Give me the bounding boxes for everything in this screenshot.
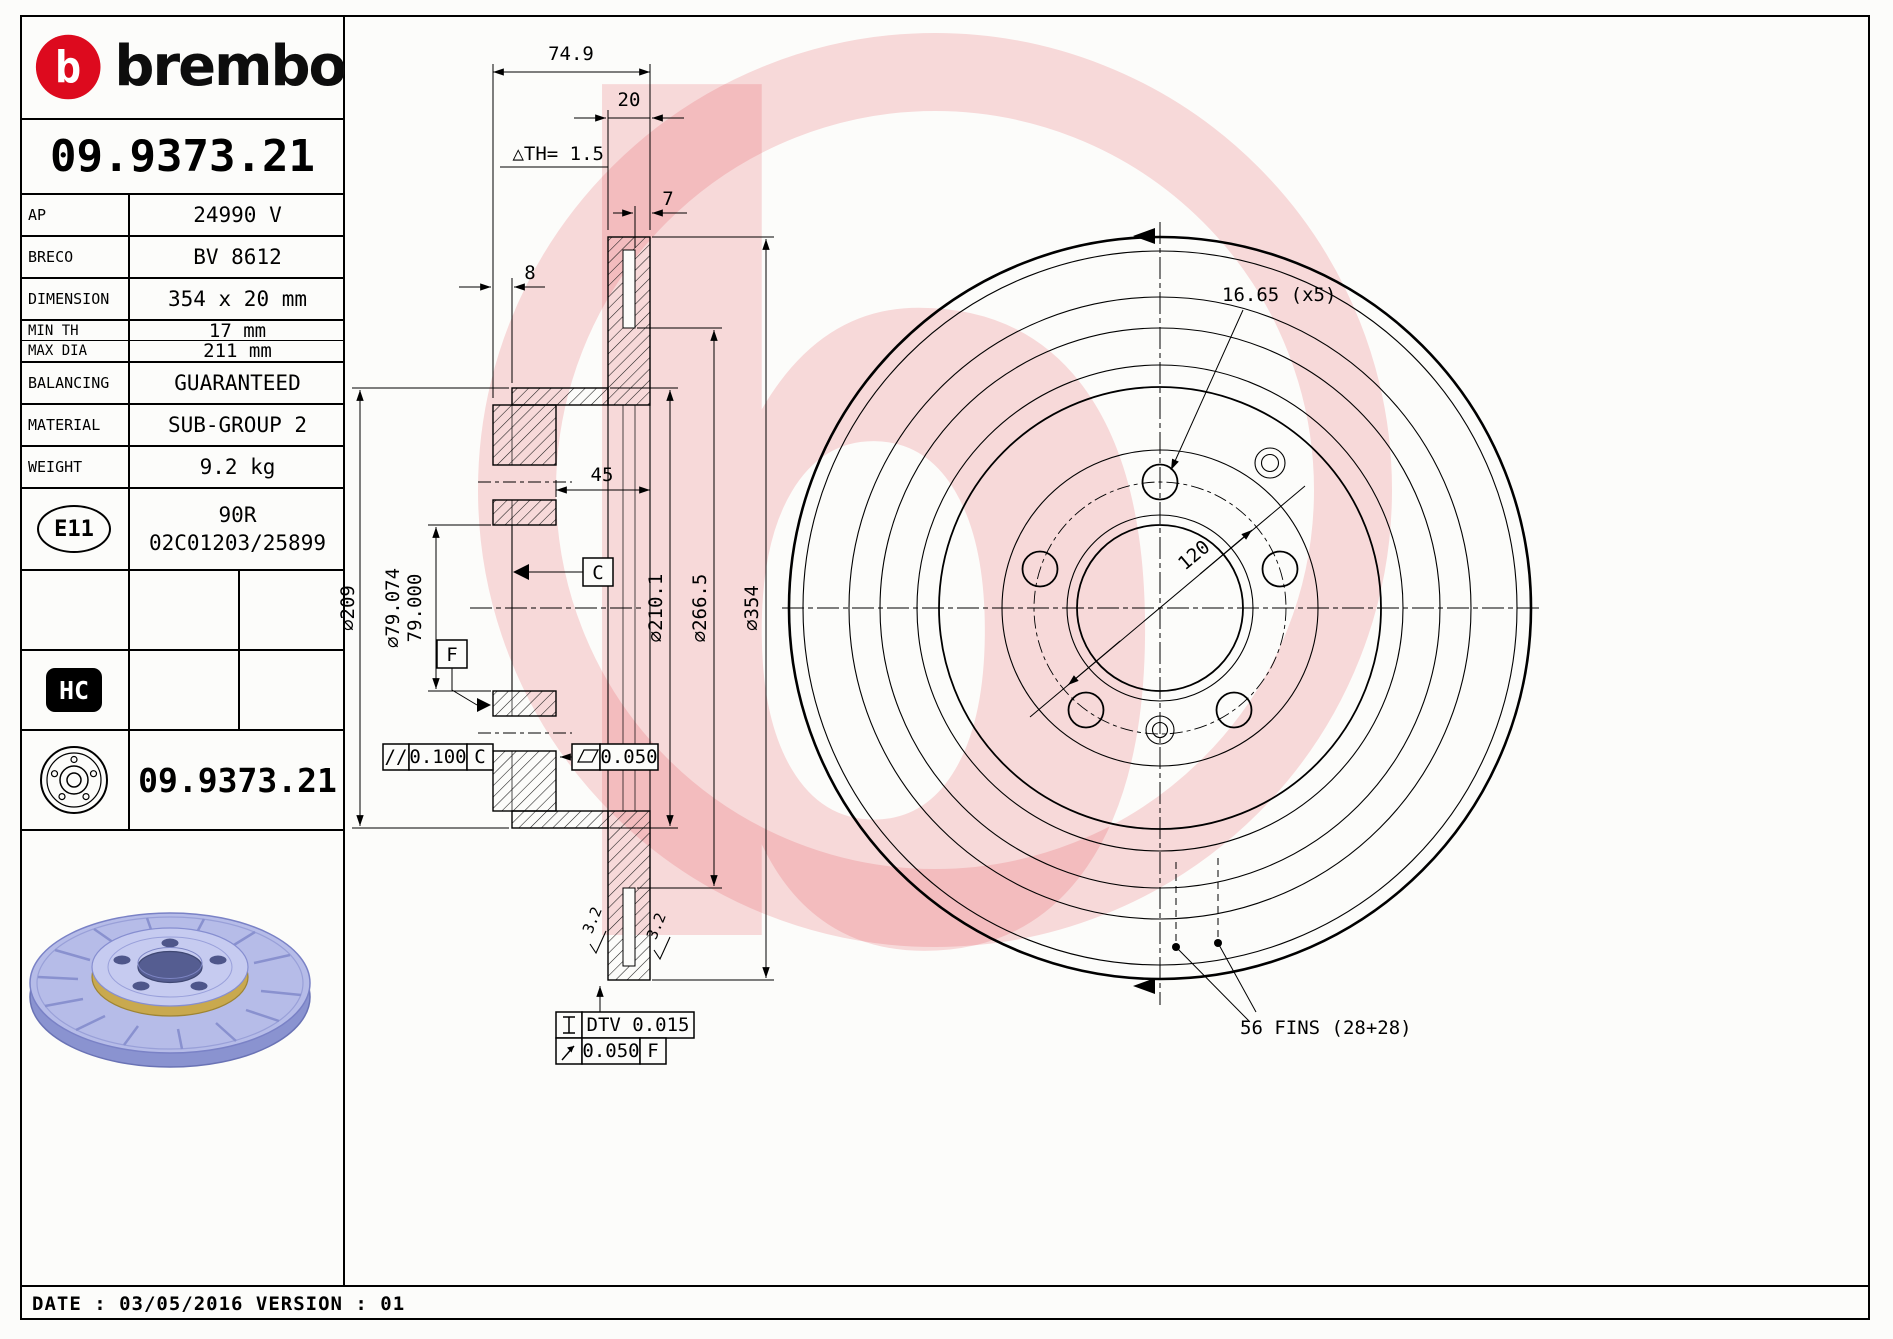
svg-text:b: b [520,0,1194,1200]
svg-text:7: 7 [662,188,673,210]
homologation-line1: 90R [218,503,257,527]
spec-label-ap: AP [20,195,130,235]
svg-text:C: C [474,746,485,768]
spec-row-minmax: MIN TH 17 mm MAX DIA 211 mm [20,319,345,363]
tol-runout: 0.050 F [555,1037,667,1065]
empty-row [20,571,345,651]
dim-hat-wall: 8 [459,262,545,383]
spec-label-material: MATERIAL [20,405,130,445]
svg-text:79.000: 79.000 [404,574,426,643]
svg-text:F: F [446,644,457,666]
spec-row-dimension: DIMENSION 354 x 20 mm [20,279,345,321]
disc-3d-render [20,831,345,1285]
svg-text:45: 45 [591,464,614,486]
tol-parallelism: // 0.100 C [382,743,494,771]
datum-f: F [436,639,491,712]
spec-value-min-th: 17 mm [208,319,267,342]
dim-overall-width: 74.9 [492,43,651,398]
svg-text:⌀266.5: ⌀266.5 [689,574,711,643]
dim-outer-dia: ⌀354 [652,236,774,981]
svg-text:⌀210.1: ⌀210.1 [645,574,667,643]
spec-value-balancing: GUARANTEED [174,371,301,395]
homologation-row: E11 90R 02C01203/25899 [20,489,345,571]
svg-text:F: F [647,1040,658,1062]
part-number: 09.9373.21 [20,120,345,195]
spec-value-ap: 24990 V [193,203,282,227]
homologation-line2: 02C01203/25899 [148,531,326,555]
dim-inner-depth: 45 [555,464,650,497]
e11-badge: E11 [37,505,111,553]
spec-value-material: SUB-GROUP 2 [167,413,308,437]
dim-plate-thickness: 7 [613,188,687,248]
dim-center-bore: ⌀79.074 79.000 [382,524,491,692]
catalog-number: 09.9373.21 [138,760,337,800]
svg-text:8: 8 [524,262,535,284]
spec-label-min-th: MIN TH [20,321,130,340]
dim-ring-id: ⌀210.1 [610,387,678,829]
runout-symbol-icon [561,1045,575,1061]
spec-row-balancing: BALANCING GUARANTEED [20,363,345,405]
spec-value-max-dia: 211 mm [203,340,272,362]
spec-row-material: MATERIAL SUB-GROUP 2 [20,405,345,447]
fins-callout: 56 FINS (28+28) [1172,858,1412,1039]
svg-text:b: b [55,42,81,93]
dim-disc-thickness: 20 [574,89,684,230]
brembo-logo-icon: b [35,34,101,99]
section-view [492,236,651,981]
tol-dtv: DTV 0.015 [555,986,695,1039]
spec-label-dimension: DIMENSION [20,279,130,319]
svg-text:120: 120 [1174,536,1214,575]
svg-text:16.65 (x5): 16.65 (x5) [1222,284,1336,306]
svg-text:△TH= 1.5: △TH= 1.5 [512,143,604,165]
svg-text:74.9: 74.9 [548,43,594,65]
spec-panel: b brembo 09.9373.21 AP 24990 V BRECO BV … [20,15,347,1285]
dim-vent-id: ⌀266.5 [637,327,722,889]
part-number-text: 09.9373.21 [50,131,315,182]
footer-date-version: DATE : 03/05/2016 VERSION : 01 [32,1292,406,1315]
spec-label-balancing: BALANCING [20,363,130,403]
spec-row-weight: WEIGHT 9.2 kg [20,447,345,489]
flatness-symbol-icon [576,749,600,763]
svg-text:⌀354: ⌀354 [741,585,763,631]
svg-text:0.050: 0.050 [600,746,657,768]
svg-text:0.050: 0.050 [582,1040,639,1062]
svg-text:20: 20 [618,89,641,111]
spec-label-max-dia: MAX DIA [20,341,130,361]
svg-text:⌀79.074: ⌀79.074 [382,568,404,648]
front-view [787,228,1533,994]
spec-label-breco: BRECO [20,237,130,277]
brake-disc-icon [40,746,108,814]
min-thickness-note: △TH= 1.5 [500,143,608,168]
svg-text:3.2: 3.2 [579,904,606,936]
brand-wordmark: brembo [114,34,347,99]
spec-value-weight: 9.2 kg [199,455,276,479]
spec-value-dimension: 354 x 20 mm [167,287,308,311]
brand-header: b brembo [20,15,347,120]
svg-text:C: C [592,562,603,584]
title-block-footer: DATE : 03/05/2016 VERSION : 01 [20,1285,1870,1320]
tol-flatness: 0.050 [560,743,659,771]
svg-text:DTV 0.015: DTV 0.015 [587,1014,690,1036]
dim-bolt-circle: 120 [1029,485,1306,718]
dim-bolt-holes: 16.65 (x5) [1170,284,1336,471]
svg-text:56 FINS (28+28): 56 FINS (28+28) [1240,1017,1412,1039]
datum-c: C [513,557,614,587]
hc-row: HC [20,651,345,731]
spec-row-ap: AP 24990 V [20,195,345,237]
spec-row-breco: BRECO BV 8612 [20,237,345,279]
spec-label-weight: WEIGHT [20,447,130,487]
spec-value-breco: BV 8612 [193,245,282,269]
catalog-row: 09.9373.21 [20,731,345,831]
svg-text:⌀209: ⌀209 [337,585,359,631]
dim-hat-od: ⌀209 [337,387,509,829]
svg-text:0.100: 0.100 [409,746,466,768]
dtv-symbol-icon [563,1016,575,1034]
hc-badge: HC [46,668,102,712]
svg-text://: // [385,746,408,768]
